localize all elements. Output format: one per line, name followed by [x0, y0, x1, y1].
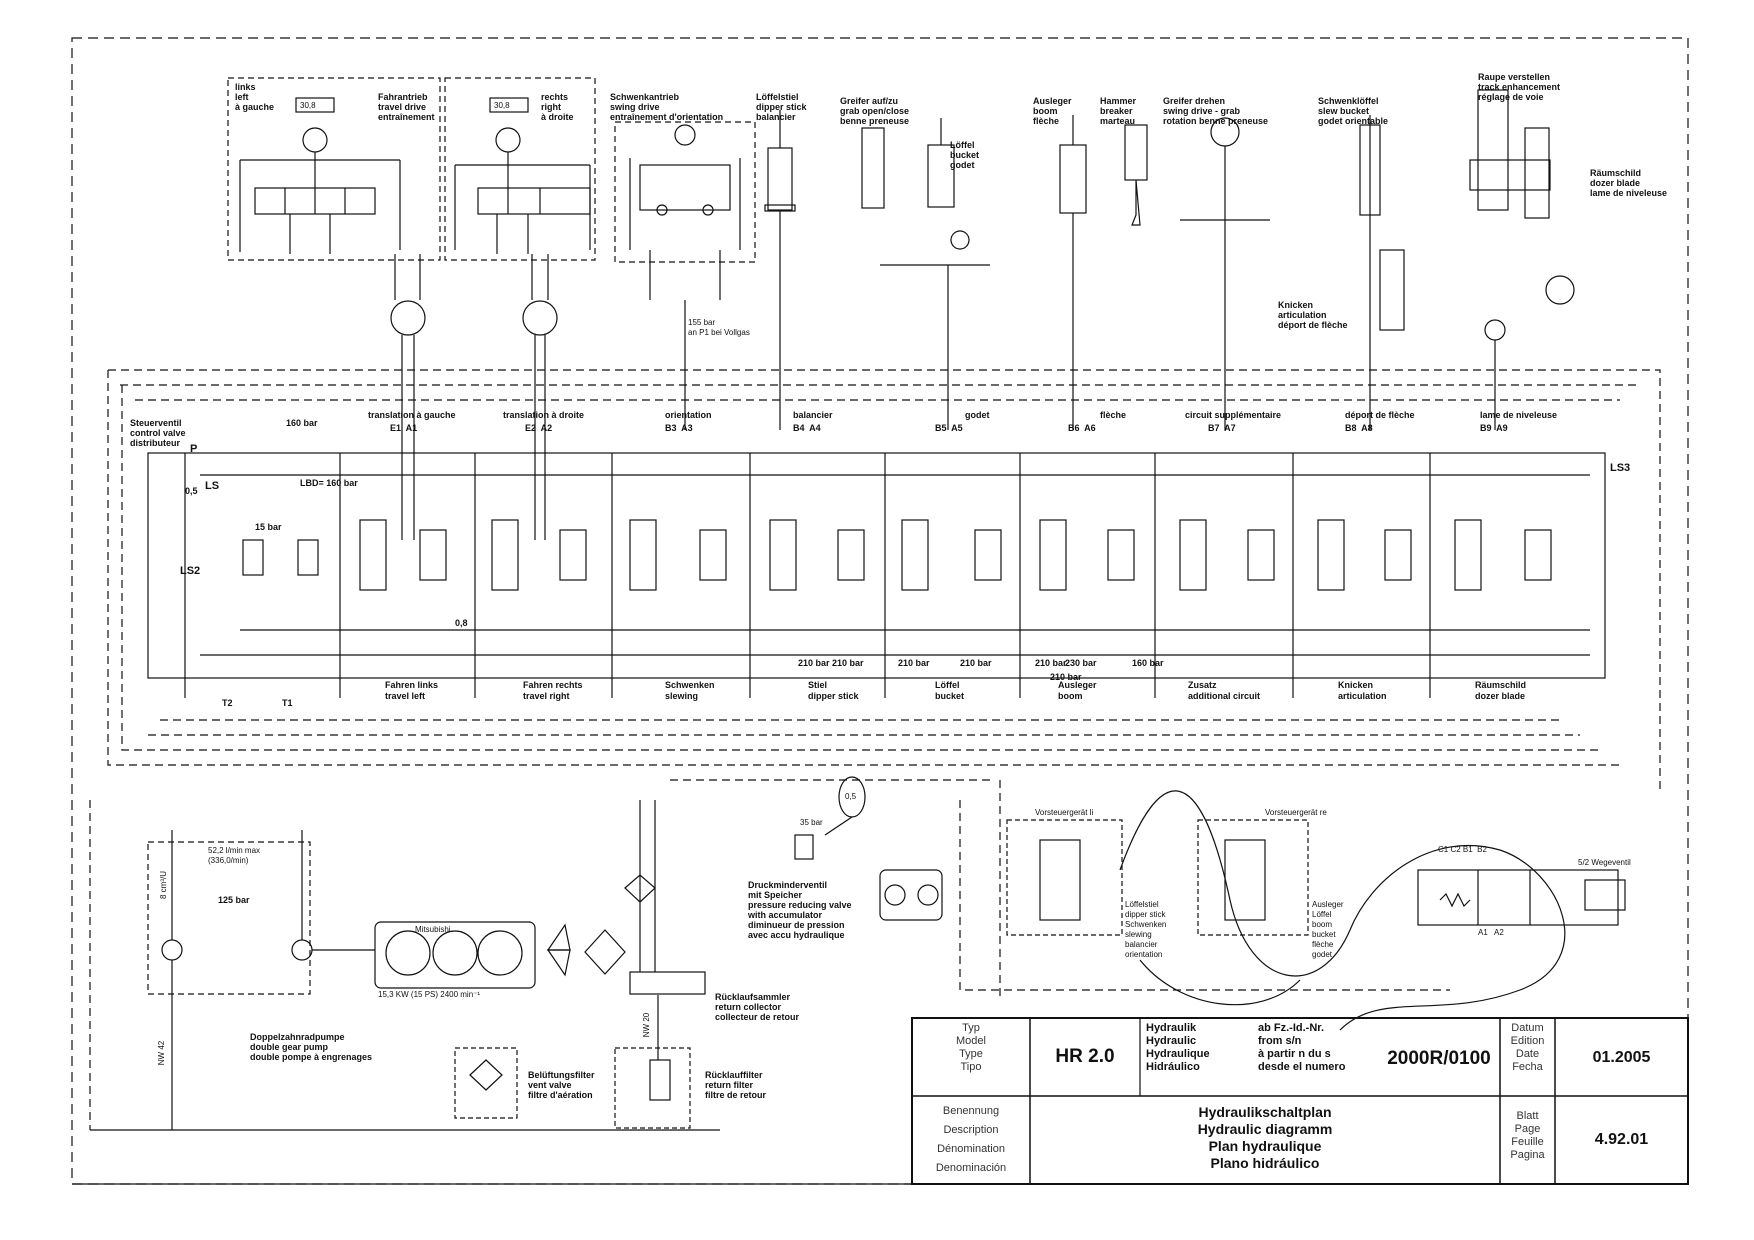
- relief-value: 230 bar: [1065, 658, 1097, 668]
- section-ports-1: E1 A1: [390, 423, 418, 433]
- pilot-right-title: Vorsteuergerät re: [1265, 808, 1327, 817]
- engine-name: Mitsubishi: [415, 925, 451, 934]
- accumulator-pressure: 35 bar: [800, 818, 823, 827]
- relief-value: 210 bar: [1035, 658, 1067, 668]
- motor-rating-left: 30,8: [300, 101, 316, 110]
- orifice-value: 0,8: [455, 618, 468, 628]
- relief-value: 210 bar: [798, 658, 830, 668]
- main-relief-pressure: LBD= 160 bar: [300, 478, 358, 488]
- pump-pressure: 125 bar: [218, 895, 250, 905]
- pump-displacement: 8 cm³/U: [159, 871, 168, 899]
- title-page: 4.92.01: [1594, 1131, 1649, 1148]
- relief-value: 210 bar: [898, 658, 930, 668]
- title-date: 01.2005: [1592, 1049, 1651, 1066]
- hose-size-right: NW 20: [642, 1012, 652, 1038]
- section-header-5: godet: [965, 410, 990, 420]
- port-ls3: LS3: [1610, 462, 1631, 474]
- relief-value: 210 bar: [832, 658, 864, 668]
- ls-relief-pressure: 15 bar: [255, 522, 282, 532]
- engine-rating: 15,3 KW (15 PS) 2400 min⁻¹: [378, 990, 481, 999]
- section-header-9: lame de niveleuse: [1480, 410, 1558, 420]
- section-ports-2: E2 A2: [525, 423, 553, 433]
- section-ports-4: B4 A4: [793, 423, 821, 433]
- motor-rating-right: 30,8: [494, 101, 510, 110]
- pilot-left-title: Vorsteuergerät li: [1035, 808, 1094, 817]
- section-ports-7: B7 A7: [1208, 423, 1236, 433]
- port-p: P: [190, 443, 198, 455]
- port-ls: LS: [205, 480, 220, 492]
- hose-size-left: NW 42: [157, 1040, 167, 1066]
- section-header-6: flèche: [1100, 410, 1127, 420]
- main-pressure: 160 bar: [286, 418, 318, 428]
- solenoid-ports-top: C1 C2 B1 B2: [1438, 845, 1487, 854]
- section-header-3: orientation: [665, 410, 712, 420]
- relief-value: 210 bar: [1050, 672, 1082, 682]
- title-serial: 2000R/0100: [1387, 1048, 1491, 1069]
- title-model: HR 2.0: [1055, 1046, 1115, 1067]
- port-t2: T2: [222, 698, 233, 708]
- section-header-2: translation à droite: [503, 410, 585, 420]
- pump-flow: 52,2 l/min max(336,0/min): [208, 846, 261, 865]
- section-header-1: translation à gauche: [368, 410, 456, 420]
- port-ls-value: 0,5: [185, 486, 198, 496]
- section-header-4: balancier: [793, 410, 833, 420]
- section-ports-6: B6 A6: [1068, 423, 1096, 433]
- solenoid-label: 5/2 Wegeventil: [1578, 858, 1631, 867]
- accumulator-volume: 0,5: [845, 792, 857, 801]
- section-ports-9: B9 A9: [1480, 423, 1508, 433]
- section-header-7: circuit supplémentaire: [1185, 410, 1282, 420]
- solenoid-ports-bottom: A1 A2: [1478, 928, 1504, 937]
- section-header-8: déport de flèche: [1345, 410, 1415, 420]
- section-ports-5: B5 A5: [935, 423, 963, 433]
- relief-value: 160 bar: [1132, 658, 1164, 668]
- relief-value: 210 bar: [960, 658, 992, 668]
- section-ports-8: B8 A8: [1345, 423, 1373, 433]
- port-t1: T1: [282, 698, 293, 708]
- section-ports-3: B3 A3: [665, 423, 693, 433]
- port-ls2: LS2: [180, 565, 201, 577]
